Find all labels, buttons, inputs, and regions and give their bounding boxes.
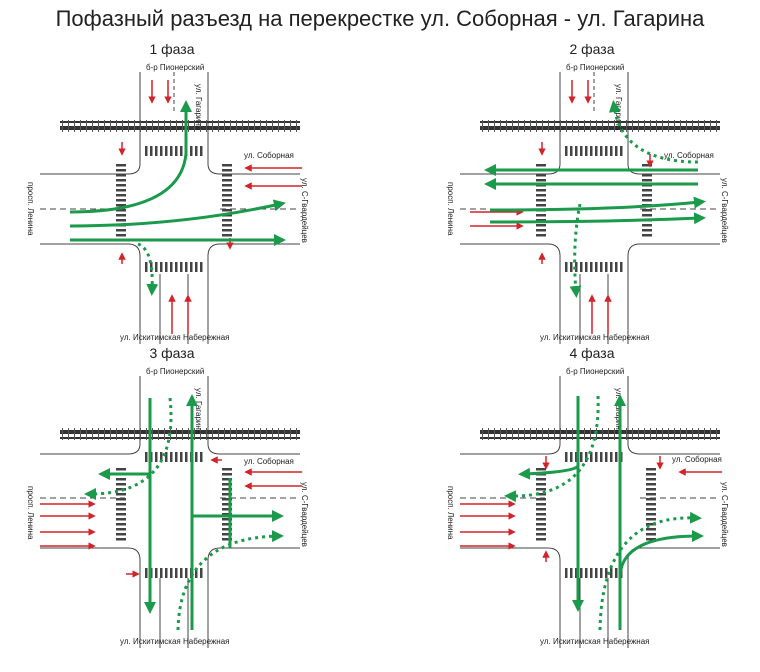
phase-1: 1 фаза б-р Пионерский ул. Гагарина ул. С… bbox=[26, 41, 309, 344]
tram-tracks bbox=[60, 120, 300, 132]
stop-arrows bbox=[40, 456, 302, 578]
street-south: ул. Искитимская Набережная bbox=[120, 637, 230, 646]
tram-tracks bbox=[480, 428, 720, 440]
movements bbox=[69, 100, 286, 296]
street-west: просп. Ленина bbox=[446, 486, 455, 540]
street-south: ул. Искитимская Набережная bbox=[540, 637, 650, 646]
crosswalk-south bbox=[145, 262, 205, 272]
crosswalk-west bbox=[116, 162, 126, 238]
page-title: Пофазный разъезд на перекрестке ул. Собо… bbox=[55, 6, 705, 31]
street-east: ул. С-Гвардейцев bbox=[720, 178, 729, 243]
movements bbox=[504, 394, 704, 631]
street-north: б-р Пионерский bbox=[146, 63, 204, 72]
crosswalk-south bbox=[565, 568, 625, 578]
crosswalk-south bbox=[565, 262, 625, 272]
phase-2-title: 2 фаза bbox=[569, 41, 614, 57]
phase-3: 3 фаза б-р Пионерский ул. Гагарина ул. С… bbox=[26, 345, 309, 648]
street-south: ул. Искитимская Набережная bbox=[120, 333, 230, 342]
street-gagarina: ул. Гагарина bbox=[194, 84, 203, 131]
crosswalk-north bbox=[145, 452, 205, 462]
crosswalk-north bbox=[565, 146, 625, 156]
crosswalk-east bbox=[222, 162, 232, 238]
street-east: ул. С-Гвардейцев bbox=[300, 482, 309, 547]
street-north: б-р Пионерский bbox=[566, 63, 624, 72]
street-east: ул. С-Гвардейцев bbox=[720, 482, 729, 547]
stop-arrows bbox=[118, 80, 302, 334]
road-edges bbox=[40, 376, 300, 648]
crosswalk-east bbox=[222, 466, 232, 542]
stop-arrows bbox=[460, 456, 722, 562]
crosswalk-west bbox=[536, 162, 546, 238]
street-sobornaya: ул. Соборная bbox=[672, 455, 722, 464]
crosswalk-west bbox=[116, 466, 126, 542]
street-west: просп. Ленина bbox=[26, 486, 35, 540]
street-south: ул. Искитимская Набережная bbox=[540, 333, 650, 342]
phase-4: 4 фаза б-р Пионерский ул. Гагарина ул. С… bbox=[446, 345, 729, 648]
crosswalk-north bbox=[145, 146, 205, 156]
street-gagarina: ул. Гагарина bbox=[194, 388, 203, 435]
street-sobornaya: ул. Соборная bbox=[664, 151, 714, 160]
phase-3-title: 3 фаза bbox=[149, 345, 194, 361]
street-sobornaya: ул. Соборная bbox=[244, 457, 294, 466]
road-edges bbox=[460, 376, 720, 648]
street-east: ул. С-Гвардейцев bbox=[300, 178, 309, 243]
crosswalk-west bbox=[536, 466, 546, 542]
crosswalk-south bbox=[145, 568, 205, 578]
street-sobornaya: ул. Соборная bbox=[244, 151, 294, 160]
street-north: б-р Пионерский bbox=[146, 367, 204, 376]
phase-1-title: 1 фаза bbox=[149, 41, 194, 57]
street-west: просп. Ленина bbox=[26, 182, 35, 236]
street-north: б-р Пионерский bbox=[566, 367, 624, 376]
phase-2: 2 фаза б-р Пионерский ул. Гагарина ул. С… bbox=[446, 41, 729, 344]
crosswalk-east bbox=[642, 162, 652, 238]
tram-tracks bbox=[60, 428, 300, 440]
crosswalk-east bbox=[646, 466, 656, 542]
phase-4-title: 4 фаза bbox=[569, 345, 614, 361]
street-west: просп. Ленина bbox=[446, 182, 455, 236]
tram-tracks bbox=[480, 120, 720, 132]
stop-arrows bbox=[470, 80, 654, 334]
movements bbox=[484, 100, 706, 298]
road-edges bbox=[460, 72, 720, 344]
crosswalk-north bbox=[565, 452, 625, 462]
movements bbox=[84, 394, 284, 631]
